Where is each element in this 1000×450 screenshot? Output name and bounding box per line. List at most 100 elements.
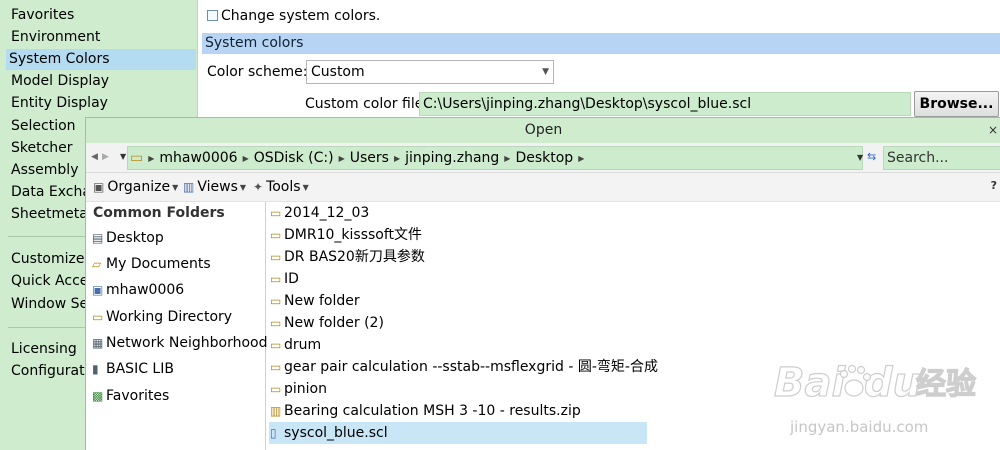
chevron-right-icon: ▶ xyxy=(504,154,511,163)
address-bar: ◀ ▶ ▼ ▭▶mhaw0006▶OSDisk (C:)▶Users▶jinpi… xyxy=(86,143,1000,173)
common-folder-label: BASIC LIB xyxy=(106,361,174,377)
computer-icon: ▣ xyxy=(92,283,104,297)
organize-menu[interactable]: ▣Organize▼ xyxy=(93,173,178,201)
views-icon: ▥ xyxy=(183,180,195,194)
file-list: ▭2014_12_03 ▭DMR10_kisssoft文件 ▭DR BAS20新… xyxy=(267,202,1000,450)
close-icon[interactable]: × xyxy=(987,123,998,137)
library-icon: ▮ xyxy=(92,362,99,376)
sidebar-item-sheetmetal[interactable]: Sheetmeta xyxy=(11,206,88,222)
list-item[interactable]: ▭gear pair calculation --sstab--msflexgr… xyxy=(269,356,658,378)
common-folder-desktop[interactable]: ▤Desktop xyxy=(92,227,164,249)
folder-icon: ▭ xyxy=(130,150,144,166)
watermark-brand: Bai xyxy=(774,360,846,406)
file-name: gear pair calculation --sstab--msflexgri… xyxy=(284,359,658,375)
list-item[interactable]: ▭2014_12_03 xyxy=(269,202,369,224)
sidebar-item-model-display[interactable]: Model Display xyxy=(11,73,110,89)
tools-menu[interactable]: ✦Tools▼ xyxy=(253,173,309,201)
list-item[interactable]: ▭New folder xyxy=(269,290,360,312)
list-item[interactable]: ▭New folder (2) xyxy=(269,312,384,334)
list-item[interactable]: ▭DR BAS20新刀具参数 xyxy=(269,246,425,268)
chevron-down-icon: ▼ xyxy=(172,183,179,192)
sidebar-item-environment[interactable]: Environment xyxy=(11,29,101,45)
list-item[interactable]: ▭pinion xyxy=(269,378,327,400)
common-folder-my-documents[interactable]: ▱My Documents xyxy=(92,253,211,275)
folder-icon: ▭ xyxy=(270,294,282,308)
sidebar-item-quick-access[interactable]: Quick Acce xyxy=(11,273,89,289)
path-dropdown-icon[interactable]: ▼ xyxy=(857,153,864,162)
dialog-title: Open xyxy=(524,122,563,138)
dialog-toolbar: ▣Organize▼ ▥Views▼ ✦Tools▼ ? xyxy=(86,173,1000,202)
file-name: New folder xyxy=(284,293,360,309)
views-label: Views xyxy=(197,179,238,195)
list-item-selected[interactable]: ▯syscol_blue.scl xyxy=(269,422,647,444)
path-breadcrumb[interactable]: ▭▶mhaw0006▶OSDisk (C:)▶Users▶jinping.zha… xyxy=(127,146,863,170)
document-icon: ▯ xyxy=(270,426,277,440)
baidu-watermark: Bai du 经验 jingyan.baidu.com xyxy=(760,352,1000,450)
file-name: DMR10_kisssoft文件 xyxy=(284,227,423,243)
common-folders-pane: Common Folders ▤Desktop ▱My Documents ▣m… xyxy=(86,202,268,450)
recent-locations-icon[interactable]: ▼ xyxy=(120,152,127,161)
file-name: New folder (2) xyxy=(284,315,384,331)
common-folder-label: mhaw0006 xyxy=(106,282,185,298)
watermark-cn: 经验 xyxy=(916,367,976,402)
browse-button[interactable]: Browse... xyxy=(914,91,999,117)
list-item[interactable]: ▭drum xyxy=(269,334,321,356)
folder-icon: ▭ xyxy=(270,382,282,396)
change-colors-checkbox[interactable] xyxy=(207,10,218,21)
breadcrumb-segment[interactable]: mhaw0006 xyxy=(159,150,238,166)
refresh-icon[interactable]: ⇆ xyxy=(867,150,877,163)
breadcrumb-segment[interactable]: Users xyxy=(349,150,389,166)
common-folder-computer[interactable]: ▣mhaw0006 xyxy=(92,279,184,301)
baidu-logo: Bai du 经验 jingyan.baidu.com xyxy=(773,359,976,436)
search-input[interactable]: Search... xyxy=(883,146,1000,170)
favorites-icon: ▩ xyxy=(92,389,104,403)
common-folder-favorites[interactable]: ▩Favorites xyxy=(92,385,169,407)
sidebar-item-customize[interactable]: Customize xyxy=(11,251,85,267)
chevron-right-icon: ▶ xyxy=(578,154,585,163)
tools-icon: ✦ xyxy=(253,180,264,194)
color-scheme-value: Custom xyxy=(311,64,365,80)
change-colors-label: Change system colors. xyxy=(221,8,381,24)
common-folder-basic-lib[interactable]: ▮ BASIC LIB xyxy=(92,358,174,380)
sidebar-item-favorites[interactable]: Favorites xyxy=(11,7,75,23)
sidebar-item-sketcher[interactable]: Sketcher xyxy=(11,140,73,156)
paw-icon xyxy=(839,364,872,397)
desktop-icon: ▤ xyxy=(92,231,104,245)
list-item[interactable]: ▭DMR10_kisssoft文件 xyxy=(269,224,422,246)
open-dialog: Open × ◀ ▶ ▼ ▭▶mhaw0006▶OSDisk (C:)▶User… xyxy=(85,117,1000,450)
zip-file-icon: ▥ xyxy=(270,404,282,418)
network-icon: ▦ xyxy=(92,336,104,350)
breadcrumb-segment[interactable]: Desktop xyxy=(515,150,574,166)
sidebar-item-data-exchange[interactable]: Data Excha xyxy=(11,184,91,200)
common-folder-label: Working Directory xyxy=(106,309,233,325)
documents-icon: ▱ xyxy=(92,257,102,271)
breadcrumb-segment[interactable]: OSDisk (C:) xyxy=(253,150,334,166)
organize-label: Organize xyxy=(107,179,171,195)
dialog-titlebar[interactable]: Open xyxy=(86,118,1000,143)
sidebar-item-window-settings[interactable]: Window Se xyxy=(11,296,89,312)
common-folder-label: Favorites xyxy=(106,388,170,404)
common-folder-label: Network Neighborhood xyxy=(106,335,268,351)
views-menu[interactable]: ▥Views▼ xyxy=(183,173,246,201)
sidebar-item-assembly[interactable]: Assembly xyxy=(11,162,79,178)
file-name: 2014_12_03 xyxy=(284,205,370,221)
sidebar-item-selection[interactable]: Selection xyxy=(11,118,76,134)
list-item[interactable]: ▥Bearing calculation MSH 3 -10 - results… xyxy=(269,400,581,422)
folder-icon: ▭ xyxy=(270,360,282,374)
common-folder-network[interactable]: ▦Network Neighborhood xyxy=(92,332,268,354)
sidebar-item-configuration[interactable]: Configurati xyxy=(11,363,89,379)
color-scheme-select[interactable]: Custom ▼ xyxy=(306,60,554,84)
back-arrow-icon[interactable]: ◀ xyxy=(91,152,98,162)
help-icon[interactable]: ? xyxy=(990,179,997,192)
sidebar-item-entity-display[interactable]: Entity Display xyxy=(11,95,108,111)
common-folder-working-directory[interactable]: ▭Working Directory xyxy=(92,306,232,328)
list-item[interactable]: ▭ID xyxy=(269,268,299,290)
sidebar-item-licensing[interactable]: Licensing xyxy=(11,341,77,357)
watermark-brand-2: du xyxy=(864,360,921,406)
common-folders-header: Common Folders xyxy=(93,205,225,221)
custom-color-file-field[interactable]: C:\Users\jinping.zhang\Desktop\syscol_bl… xyxy=(419,92,911,116)
file-name: DR BAS20新刀具参数 xyxy=(284,249,425,265)
sidebar-item-system-colors[interactable]: System Colors xyxy=(6,49,196,70)
breadcrumb-segment[interactable]: jinping.zhang xyxy=(405,150,500,166)
forward-arrow-icon[interactable]: ▶ xyxy=(102,152,109,162)
